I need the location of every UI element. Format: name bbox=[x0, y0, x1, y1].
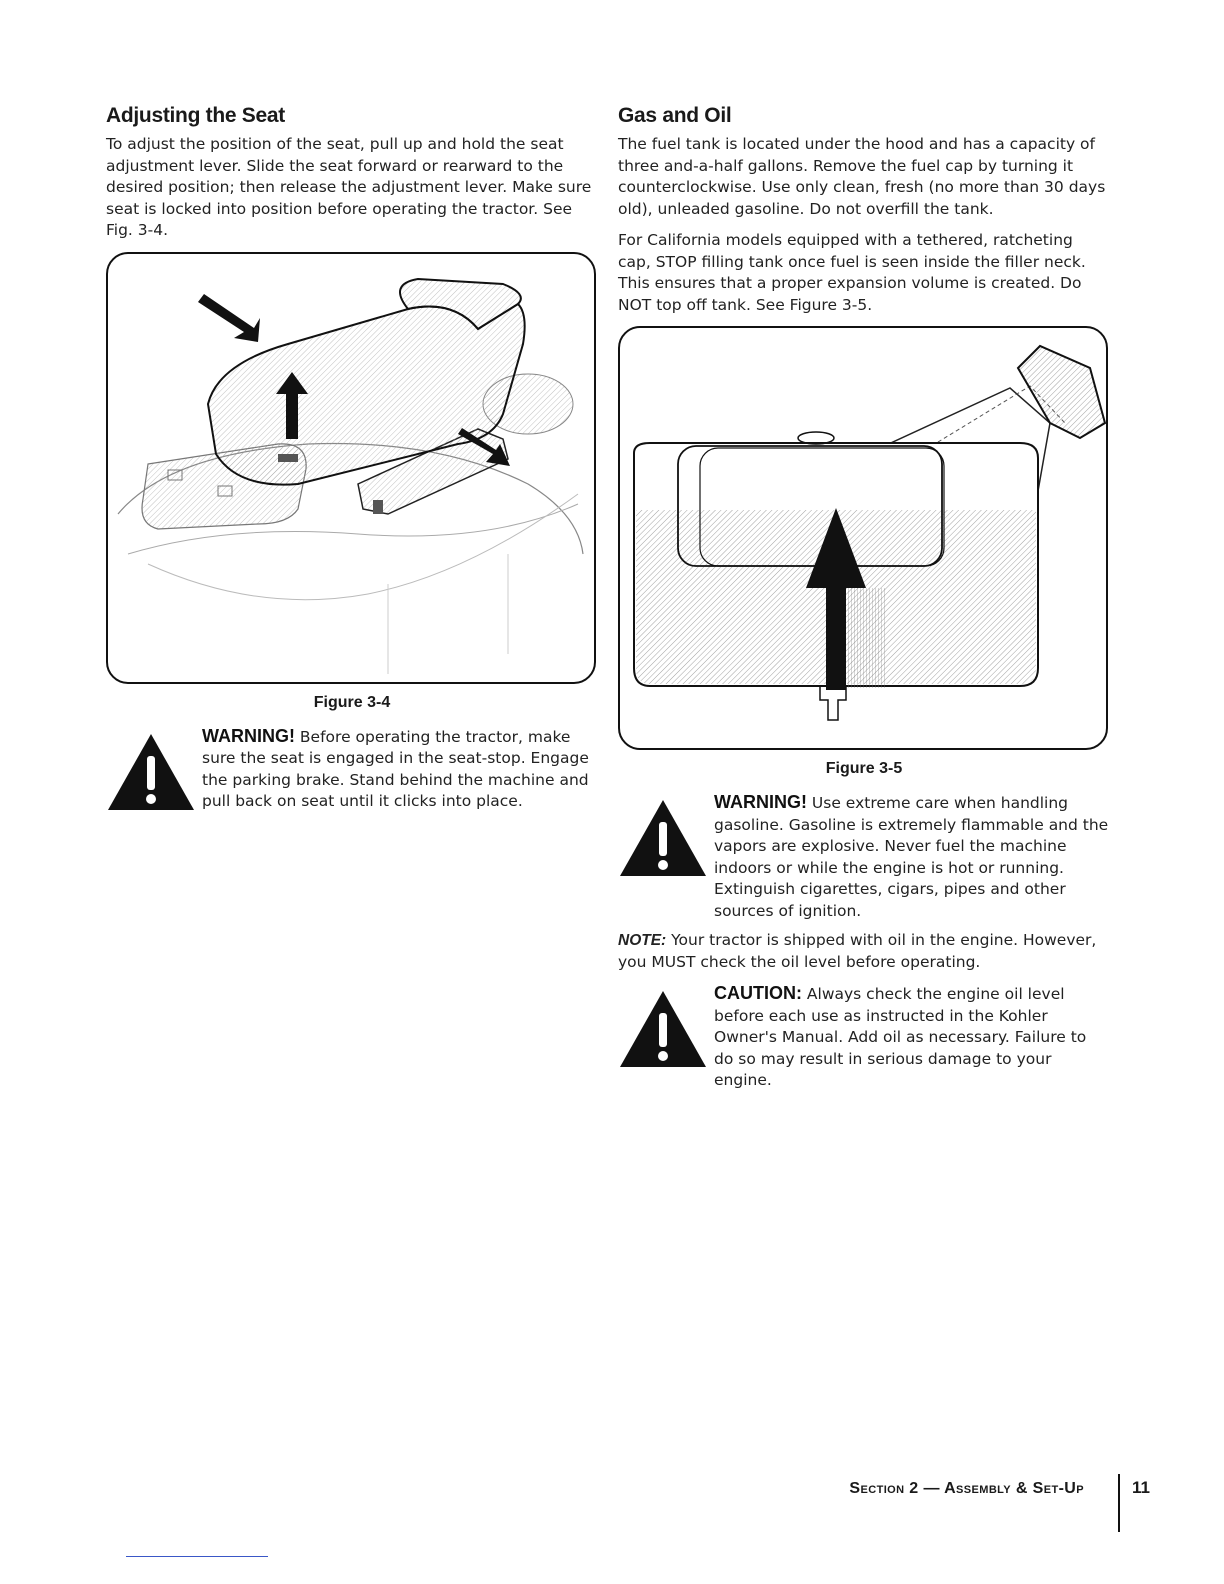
california-paragraph: For California models equipped with a te… bbox=[618, 231, 1086, 314]
note-text: Your tractor is shipped with oil in the … bbox=[618, 931, 1097, 971]
footer-section-title: Section 2 — Assembly & Set-Up bbox=[849, 1480, 1085, 1497]
note-label: NOTE: bbox=[618, 932, 667, 949]
figure-3-4-caption: Figure 3-4 bbox=[313, 693, 391, 711]
caution-text: Always check the engine oil level before… bbox=[714, 985, 1087, 1089]
section-heading-gas-oil: Gas and Oil bbox=[618, 104, 732, 127]
page-number: 11 bbox=[1132, 1478, 1150, 1497]
fuel-paragraph: The fuel tank is located under the hood … bbox=[618, 135, 1106, 218]
warning-triangle-icon bbox=[620, 991, 706, 1067]
page-footer: Section 2 — Assembly & Set-Up 11 bbox=[849, 1474, 1150, 1532]
warning-label: WARNING! bbox=[202, 725, 295, 746]
footer-divider bbox=[1118, 1474, 1121, 1532]
warning-triangle-icon bbox=[108, 733, 194, 810]
bottom-rule bbox=[126, 1556, 268, 1557]
seat-warning: WARNING! Before operating the tractor, m… bbox=[106, 726, 598, 813]
warning-text: Before operating the tractor, make sure … bbox=[202, 727, 589, 811]
section-heading-seat: Adjusting the Seat bbox=[106, 104, 285, 127]
warning-label: WARNING! bbox=[714, 792, 807, 812]
right-column: Gas and Oil The fuel tank is located und… bbox=[618, 104, 1110, 1100]
warning-text: Use extreme care when handling gasoline.… bbox=[714, 794, 1109, 920]
oil-note: NOTE: Your tractor is shipped with oil i… bbox=[618, 930, 1110, 973]
figure-seat-illustration bbox=[106, 251, 596, 684]
fuel-tank-illustration bbox=[633, 344, 1106, 721]
figure-3-5-caption: Figure 3-5 bbox=[825, 760, 903, 777]
left-column: Adjusting the Seat To adjust the positio… bbox=[106, 104, 598, 821]
seat-illustration bbox=[117, 277, 584, 674]
oil-caution: CAUTION: Always check the engine oil lev… bbox=[618, 983, 1110, 1092]
seat-paragraph: To adjust the position of the seat, pull… bbox=[106, 135, 592, 239]
figure-fuel-tank-illustration bbox=[618, 326, 1108, 750]
gasoline-warning: WARNING! Use extreme care when handling … bbox=[618, 792, 1110, 922]
warning-triangle-icon bbox=[620, 800, 706, 876]
caution-label: CAUTION: bbox=[714, 983, 802, 1003]
